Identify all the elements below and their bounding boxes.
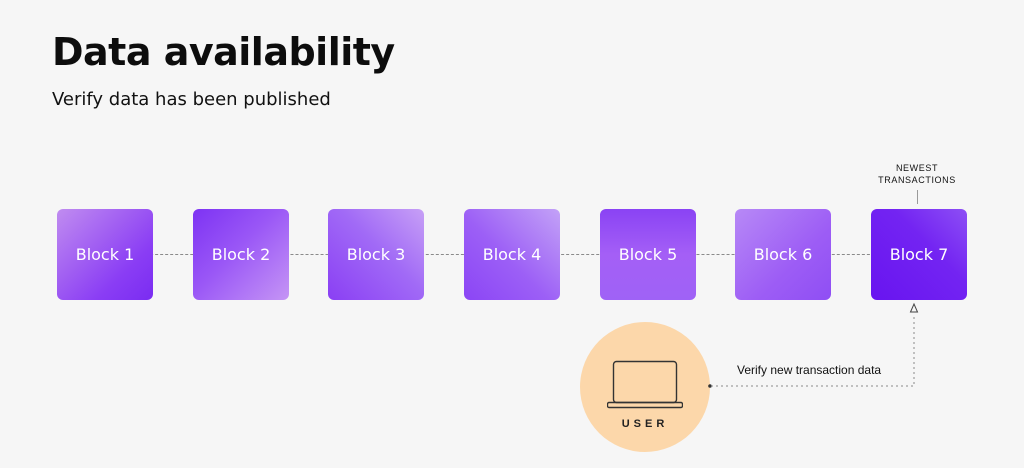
user-node [580, 322, 710, 452]
block-label: Block 7 [889, 245, 949, 264]
verify-transaction-label: Verify new transaction data [737, 363, 882, 377]
block-1: Block 1 [57, 209, 153, 300]
newest-pointer-line [917, 190, 918, 204]
connector-path [711, 314, 915, 387]
block-label: Block 5 [618, 245, 678, 264]
block-label: Block 6 [753, 245, 813, 264]
newest-transactions-label: NEWEST TRANSACTIONS [878, 163, 956, 185]
laptop-icon [607, 360, 683, 409]
page-subtitle: Verify data has been published [52, 89, 331, 110]
block-3: Block 3 [328, 209, 424, 300]
block-label: Block 3 [346, 245, 406, 264]
block-label: Block 1 [75, 245, 135, 264]
block-7-newest: Block 7 [871, 209, 967, 300]
user-label: USER [621, 418, 669, 430]
connector-origin-dot [708, 384, 712, 388]
block-label: Block 2 [211, 245, 271, 264]
block-5: Block 5 [600, 209, 696, 300]
page-title: Data availability [52, 30, 395, 74]
arrowhead-up-icon [909, 302, 919, 313]
block-6: Block 6 [735, 209, 831, 300]
block-label: Block 4 [482, 245, 542, 264]
block-4: Block 4 [464, 209, 560, 300]
block-2: Block 2 [193, 209, 289, 300]
